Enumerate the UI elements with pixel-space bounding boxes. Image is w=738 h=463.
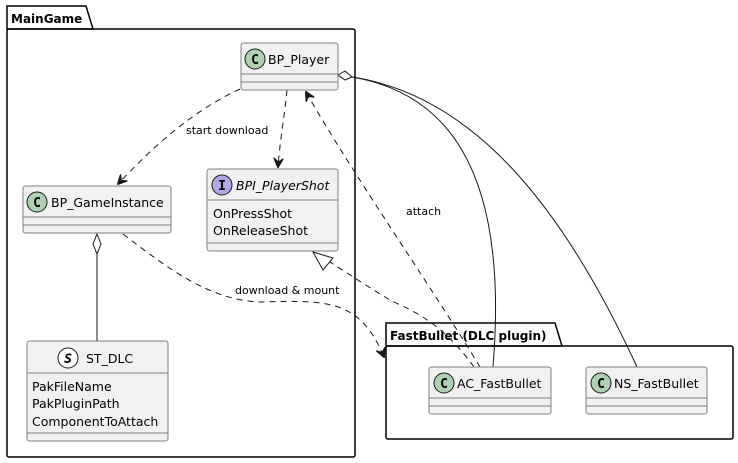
member-item: OnReleaseShot xyxy=(213,223,308,238)
struct-spot-icon: S xyxy=(57,347,79,369)
svg-text:I: I xyxy=(218,179,226,194)
package-fastbullet-body xyxy=(385,345,734,440)
edge-player-to-interface xyxy=(278,89,288,167)
svg-text:S: S xyxy=(64,352,72,367)
svg-text:C: C xyxy=(597,377,605,392)
package-fastbullet: FastBullet (DLC plugin) xyxy=(385,322,734,440)
class-name: BP_Player xyxy=(268,52,330,67)
member-item: PakFileName xyxy=(32,379,112,394)
class-spot-icon: C xyxy=(26,191,48,213)
svg-text:C: C xyxy=(33,196,41,211)
interface-spot-icon: I xyxy=(211,174,233,196)
class-bp-gameinstance[interactable]: C BP_GameInstance xyxy=(22,185,172,234)
aggregation-diamond-icon xyxy=(92,232,102,256)
package-maingame-body xyxy=(6,28,356,458)
class-name: BP_GameInstance xyxy=(51,195,164,210)
interface-bpi-playershot[interactable]: I BPI_PlayerShot OnPressShot OnReleaseSh… xyxy=(206,168,339,252)
svg-text:C: C xyxy=(251,53,259,68)
package-maingame-title: MainGame xyxy=(11,12,82,26)
edge-attach xyxy=(306,92,481,368)
realization-triangle-icon xyxy=(311,251,334,271)
class-ns-fastbullet[interactable]: C NS_FastBullet xyxy=(585,366,708,415)
aggregation-diamond-player-icon xyxy=(337,70,353,81)
class-bp-player[interactable]: C BP_Player xyxy=(240,42,339,91)
class-spot-icon: C xyxy=(590,372,612,394)
member-item: OnPressShot xyxy=(213,206,292,221)
edge-aggregation-ns-fastbullet xyxy=(351,76,638,368)
svg-text:C: C xyxy=(440,377,448,392)
edge-label-attach: attach xyxy=(406,205,441,218)
edge-download-mount xyxy=(122,233,384,357)
member-item: ComponentToAttach xyxy=(32,414,158,429)
edge-realization xyxy=(329,261,475,368)
edge-start-download xyxy=(118,88,241,184)
class-name: AC_FastBullet xyxy=(457,376,542,391)
package-fastbullet-title: FastBullet (DLC plugin) xyxy=(390,329,547,343)
struct-st-dlc[interactable]: S ST_DLC PakFileName PakPluginPath Compo… xyxy=(26,340,169,442)
member-item: PakPluginPath xyxy=(32,396,120,411)
class-spot-icon: C xyxy=(433,372,455,394)
class-spot-icon: C xyxy=(244,48,266,70)
class-name: NS_FastBullet xyxy=(614,376,699,391)
package-maingame: MainGame xyxy=(6,5,356,458)
class-ac-fastbullet[interactable]: C AC_FastBullet xyxy=(428,366,552,415)
interface-name: BPI_PlayerShot xyxy=(236,178,330,193)
edge-label-start-download: start download xyxy=(186,124,268,137)
edges xyxy=(92,70,638,368)
edge-aggregation-ac-fastbullet xyxy=(351,76,497,368)
struct-name: ST_DLC xyxy=(86,351,133,366)
edge-label-download-mount: download & mount xyxy=(235,284,340,297)
